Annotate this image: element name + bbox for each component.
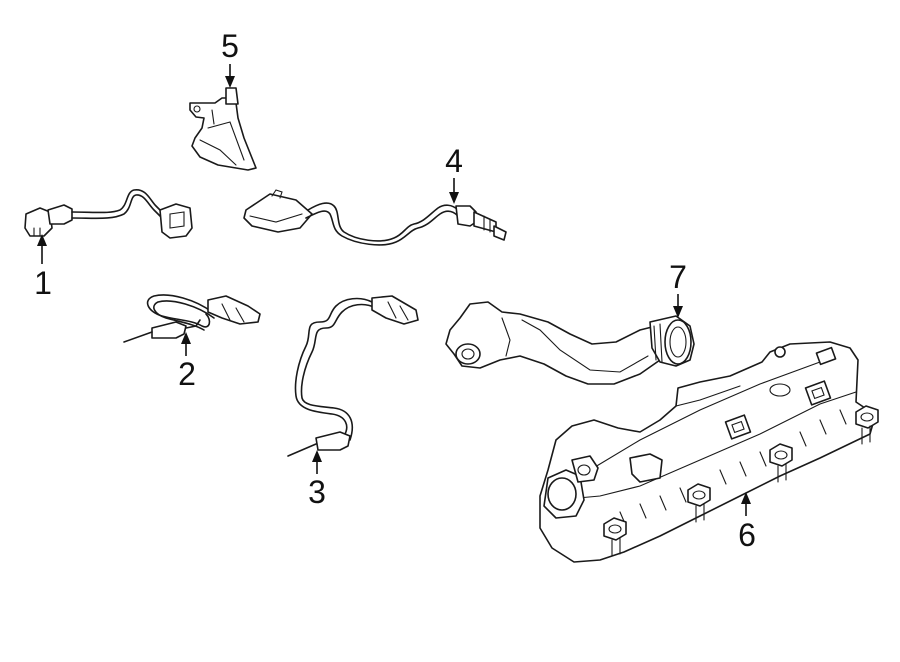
- callout-4: 4: [445, 143, 463, 204]
- callout-label-6: 6: [738, 517, 756, 553]
- callout-label-2: 2: [178, 356, 196, 392]
- part-3-sensor: [287, 295, 419, 457]
- callout-1: 1: [34, 234, 52, 301]
- callout-label-3: 3: [308, 474, 326, 510]
- callout-label-1: 1: [34, 265, 52, 301]
- callout-label-7: 7: [669, 259, 687, 295]
- callout-5: 5: [221, 28, 239, 88]
- part-7-hose: [445, 301, 695, 385]
- part-1-sensor: [24, 189, 193, 239]
- part-6-manifold: [539, 341, 879, 563]
- callout-label-4: 4: [445, 143, 463, 179]
- callout-3: 3: [308, 450, 326, 510]
- callout-6: 6: [738, 492, 756, 553]
- part-5-bracket: [189, 87, 257, 171]
- callout-label-5: 5: [221, 28, 239, 64]
- part-4-sensor: [243, 189, 507, 246]
- callout-2: 2: [178, 332, 196, 392]
- callout-7: 7: [669, 259, 687, 318]
- part-2-sensor: [123, 294, 261, 343]
